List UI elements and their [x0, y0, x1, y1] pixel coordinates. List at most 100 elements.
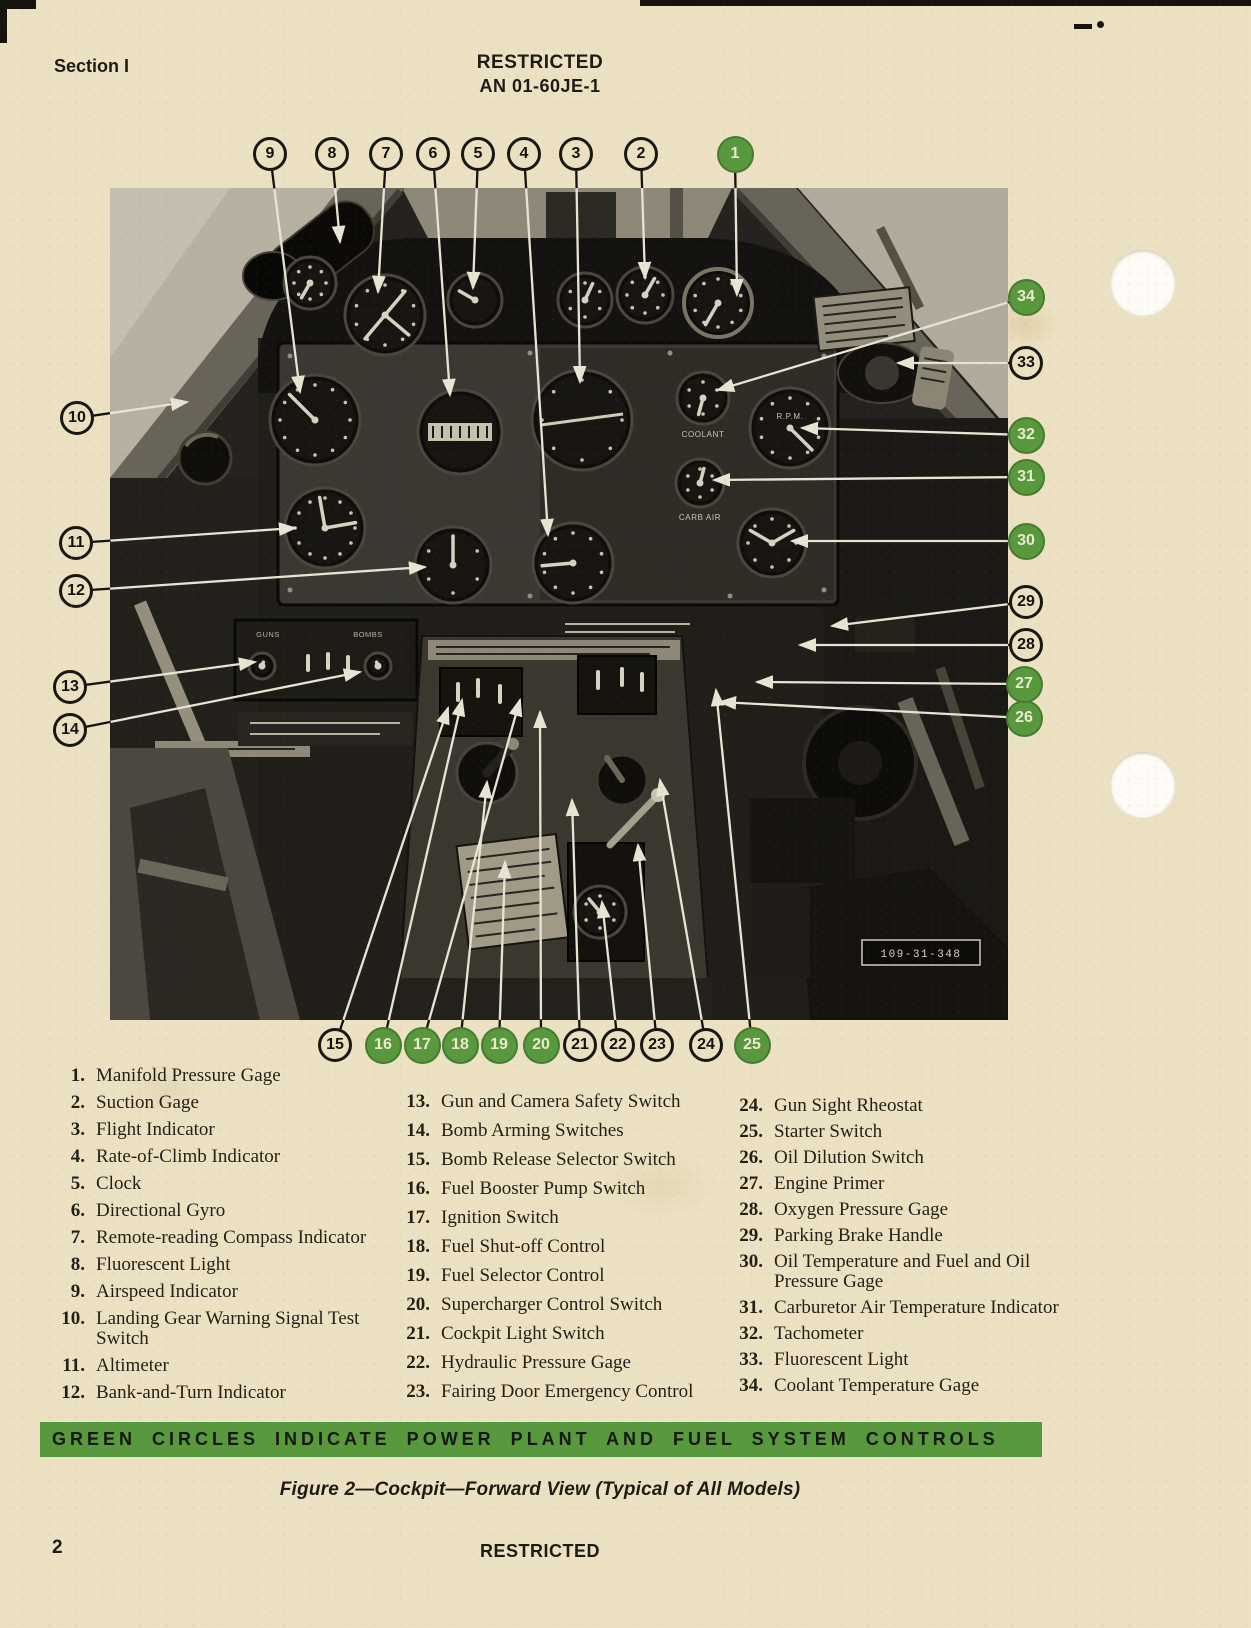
legend-item-label: Bomb Arming Switches	[441, 1120, 624, 1141]
legend-item-label: Gun and Camera Safety Switch	[441, 1091, 681, 1112]
legend-item-number: 5.	[70, 1173, 85, 1194]
page-number: 2	[52, 1537, 63, 1558]
warning-placard	[812, 286, 916, 353]
legend-item-number: 23.	[406, 1381, 430, 1402]
legend-item-label: Fluorescent Light	[774, 1349, 909, 1370]
classification-bottom: RESTRICTED	[479, 1541, 600, 1561]
scan-edge-artifact	[0, 9, 7, 43]
section-heading: Section I	[54, 56, 130, 76]
callout-3: 3	[559, 137, 593, 171]
callout-15: 15	[318, 1028, 352, 1062]
callout-5: 5	[461, 137, 495, 171]
figure-caption: Figure 2—Cockpit—Forward View (Typical o…	[279, 1479, 801, 1500]
photo-credit-number: 109-31-348	[880, 949, 961, 961]
legend-item-label: Airspeed Indicator	[96, 1281, 238, 1302]
legend-item: 9.Airspeed Indicator	[55, 1282, 391, 1302]
callout-8: 8	[315, 137, 349, 171]
legend-item-label: Rate-of-Climb Indicator	[96, 1146, 281, 1167]
legend-item-label: Suction Gage	[96, 1092, 199, 1113]
legend-item-number: 30.	[739, 1251, 763, 1272]
legend-item: 12.Bank-and-Turn Indicator	[55, 1383, 391, 1403]
callout-29: 29	[1009, 585, 1043, 619]
legend-item-label: Oil Temperature and Fuel and Oil Pressur…	[774, 1251, 1031, 1292]
header-center: RESTRICTED AN 01-60JE-1	[40, 52, 1040, 97]
legend-column-2: 13.Gun and Camera Safety Switch 14.Bomb A…	[396, 1092, 732, 1411]
callout-13: 13	[53, 670, 87, 704]
legend-item: 30. Oil Temperature and Fuel and Oil Pres…	[729, 1252, 1065, 1292]
legend-item: 25.Starter Switch	[729, 1122, 1065, 1142]
legend-item-label: Fuel Selector Control	[441, 1265, 605, 1286]
legend-item-label: Directional Gyro	[96, 1200, 226, 1221]
legend-item-label: Tachometer	[774, 1323, 864, 1344]
legend-item-label: Flight Indicator	[96, 1119, 215, 1140]
callout-28: 28	[1009, 628, 1043, 662]
legend-item: 1.Manifold Pressure Gage	[55, 1066, 391, 1086]
legend-item-label: Remote-reading Compass Indicator	[96, 1227, 367, 1248]
guns-label: GUNS	[256, 630, 280, 639]
legend-item-number: 3.	[70, 1119, 85, 1140]
legend-item: 21. Cockpit Light Switch	[396, 1324, 732, 1344]
legend-item-label: Fuel Booster Pump Switch	[441, 1178, 646, 1199]
legend-item: 3. Flight Indicator	[55, 1120, 391, 1140]
legend-item: 18.Fuel Shut-off Control	[396, 1237, 732, 1257]
bombs-label: BOMBS	[353, 630, 383, 639]
cockpit-photo: GUNS BOMBS	[110, 188, 1008, 1020]
legend-item-number: 17.	[406, 1207, 430, 1228]
legend-item-label: Fairing Door Emergency Control	[441, 1381, 694, 1402]
legend-item-label: Clock	[96, 1173, 142, 1194]
legend-item-number: 33.	[739, 1349, 763, 1370]
legend-item: 4.Rate-of-Climb Indicator	[55, 1147, 391, 1167]
legend-item-number: 26.	[739, 1147, 763, 1168]
carb-air-label: CARB AIR	[679, 513, 721, 522]
callout-26: 26	[1005, 699, 1043, 737]
legend-item-number: 21.	[406, 1323, 430, 1344]
legend-item: 11.Altimeter	[55, 1356, 391, 1376]
legend-item-label: Cockpit Light Switch	[441, 1323, 605, 1344]
legend-item-label: Carburetor Air Temperature Indicator	[774, 1297, 1059, 1318]
center-pedestal	[398, 623, 712, 1020]
legend-item-number: 18.	[406, 1236, 430, 1257]
scan-corner-artifact	[0, 0, 36, 9]
callout-4: 4	[507, 137, 541, 171]
callout-24: 24	[689, 1028, 723, 1062]
legend-item-number: 20.	[406, 1294, 430, 1315]
callout-20: 20	[522, 1026, 560, 1064]
legend-item-number: 10.	[61, 1308, 85, 1329]
legend-item-label: Gun Sight Rheostat	[774, 1095, 923, 1116]
punch-hole-bottom	[1110, 752, 1176, 818]
legend-item-label: Oxygen Pressure Gage	[774, 1199, 949, 1220]
legend-item-number: 16.	[406, 1178, 430, 1199]
legend-item-number: 28.	[739, 1199, 763, 1220]
callout-10: 10	[60, 401, 94, 435]
callout-23: 23	[640, 1028, 674, 1062]
legend-item: 24.Gun Sight Rheostat	[729, 1096, 1065, 1116]
doc-number: AN 01-60JE-1	[479, 76, 601, 96]
legend-item-label: Landing Gear Warning Signal Test Switch	[96, 1308, 360, 1349]
legend-item-label: Bomb Release Selector Switch	[441, 1149, 676, 1170]
callout-33: 33	[1009, 346, 1043, 380]
legend-item-label: Parking Brake Handle	[774, 1225, 943, 1246]
legend-item-number: 7.	[70, 1227, 85, 1248]
legend-item: 14.Bomb Arming Switches	[396, 1121, 732, 1141]
callout-9: 9	[253, 137, 287, 171]
legend-item: 27.Engine Primer	[729, 1174, 1065, 1194]
callout-30: 30	[1007, 522, 1045, 560]
legend-item: 13.Gun and Camera Safety Switch	[396, 1092, 732, 1112]
legend-item: 31.Carburetor Air Temperature Indicator	[729, 1298, 1065, 1318]
legend-item-label: Hydraulic Pressure Gage	[441, 1352, 631, 1373]
legend-item-number: 22.	[406, 1352, 430, 1373]
legend-item-label: Engine Primer	[774, 1173, 885, 1194]
callout-31: 31	[1007, 458, 1045, 496]
legend-item-number: 19.	[406, 1265, 430, 1286]
legend-item: 32.Tachometer	[729, 1324, 1065, 1344]
legend-item-number: 34.	[739, 1375, 763, 1396]
callout-2: 2	[624, 137, 658, 171]
legend-item-number: 6.	[70, 1200, 85, 1221]
legend-item-label: Fluorescent Light	[96, 1254, 231, 1275]
callout-14: 14	[53, 713, 87, 747]
rpm-label: R.P.M.	[776, 412, 803, 421]
legend-item: 34.Coolant Temperature Gage	[729, 1376, 1065, 1396]
legend-item-number: 8.	[70, 1254, 85, 1275]
legend-item: 17.Ignition Switch	[396, 1208, 732, 1228]
